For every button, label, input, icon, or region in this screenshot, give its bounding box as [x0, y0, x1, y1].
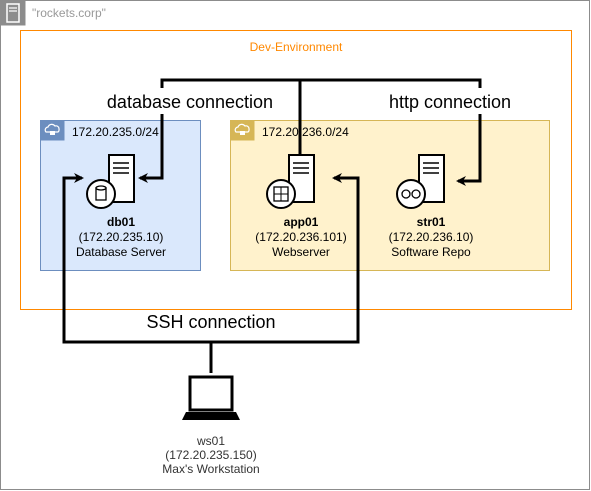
subnet-236-cidr: 172.20.236.0/24 [262, 125, 349, 139]
db01-name: db01 [107, 215, 135, 229]
db01-role: Database Server [76, 245, 166, 259]
corp-label: "rockets.corp" [32, 6, 106, 20]
str01-role: Software Repo [391, 245, 471, 259]
ssh-connection-line [62, 173, 360, 373]
str01-name: str01 [417, 215, 446, 229]
corp-group-icon [0, 0, 26, 26]
laptop-icon [182, 375, 240, 420]
dev-environment-container [20, 30, 572, 310]
str01-ip: (172.20.236.10) [389, 230, 474, 244]
ws01-role: Max's Workstation [162, 462, 259, 476]
database-connection-line [138, 78, 302, 183]
http-connection-label: http connection [389, 92, 511, 112]
ws01-ip: (172.20.235.150) [165, 448, 256, 462]
cloud-lock-icon [40, 120, 65, 141]
http-connection-line [300, 78, 482, 186]
ws01-name: ws01 [196, 434, 225, 448]
app01-name: app01 [284, 215, 319, 229]
cloud-lock-icon [230, 120, 255, 141]
app01-ip: (172.20.236.101) [255, 230, 346, 244]
database-connection-label: database connection [107, 92, 273, 112]
database-server-icon [86, 154, 135, 209]
storage-server-icon [396, 154, 445, 209]
web-server-icon [266, 154, 315, 209]
subnet-235-cidr: 172.20.235.0/24 [72, 125, 159, 139]
dev-environment-label: Dev-Environment [250, 40, 343, 54]
ssh-connection-label: SSH connection [146, 312, 275, 332]
db01-ip: (172.20.235.10) [79, 230, 164, 244]
app01-role: Webserver [272, 245, 330, 259]
